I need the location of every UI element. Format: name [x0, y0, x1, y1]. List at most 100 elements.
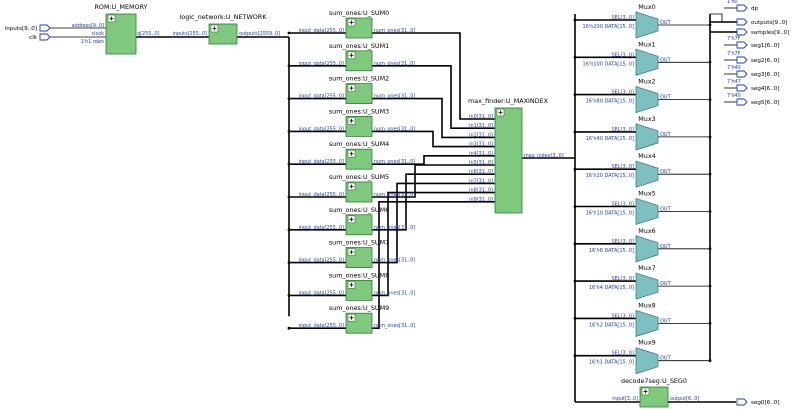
sum-title: sum_ones:U_SUM2	[329, 75, 389, 83]
mux-sel-port: SEL[3..0]	[611, 313, 634, 319]
output-pin-icon[interactable]	[736, 70, 748, 78]
mux-out-port: OUT	[660, 318, 672, 324]
sum-to-max-wire	[372, 130, 495, 148]
rom-port: clock	[91, 31, 104, 37]
wire-junction	[573, 130, 577, 134]
mux-data-port: 16'h4 DATA[15..0]	[589, 285, 634, 291]
wire-junction	[287, 195, 291, 199]
mux-title: Mux2	[638, 78, 655, 86]
decode-port: input[3..0]	[612, 396, 638, 402]
maxfinder-out-port: max_index[3..0]	[524, 153, 564, 159]
sum-port: input_data[255..0]	[299, 94, 345, 100]
output-pin-icon[interactable]	[736, 398, 748, 406]
wire-junction	[287, 31, 291, 35]
mux-block[interactable]	[635, 11, 659, 39]
mux-block[interactable]	[635, 48, 659, 76]
mux-out-port: OUT	[660, 95, 672, 101]
sum-to-max-wire	[372, 32, 495, 120]
wire-junction	[573, 55, 577, 59]
mux-data-port: 16'h2 DATA[15..0]	[589, 322, 634, 328]
mux-title: Mux6	[638, 227, 655, 235]
input-pin-icon[interactable]	[39, 24, 51, 32]
wire-junction	[573, 279, 577, 283]
sum-to-max-wire	[372, 97, 495, 139]
mux-block[interactable]	[635, 123, 659, 151]
maxfinder-port: in1[31..0]	[469, 123, 493, 129]
output-pin-icon[interactable]	[736, 28, 748, 36]
maxfinder-block[interactable]	[494, 107, 523, 214]
sum-title: sum_ones:U_SUM8	[329, 271, 389, 279]
mux-block[interactable]	[635, 86, 659, 114]
wire-junction	[573, 354, 577, 358]
maxfinder-port: in9[31..0]	[469, 197, 493, 203]
mux-sel-port: SEL[3..0]	[611, 164, 634, 170]
output-pin-icon[interactable]	[736, 18, 748, 26]
mux-block[interactable]	[635, 235, 659, 263]
output-pin-icon[interactable]	[736, 41, 748, 49]
sum-port: num_ones[31..0]	[374, 94, 415, 100]
output-const-label: 1'h0	[727, 0, 738, 5]
sum-port: num_ones[31..0]	[374, 126, 415, 132]
mux-out-port: OUT	[660, 57, 672, 63]
rom-port: q[255..0]	[137, 31, 160, 37]
sum-port: num_ones[31..0]	[374, 159, 415, 165]
mux-block[interactable]	[635, 272, 659, 300]
wire-junction	[287, 130, 291, 133]
wire-junction	[573, 205, 577, 208]
mux-data-port: 16'h20 DATA[15..0]	[586, 173, 634, 179]
sum-to-max-wire	[372, 155, 495, 165]
rom-port: 1'h1 rden	[81, 39, 104, 45]
sum-port: num_ones[31..0]	[374, 258, 415, 264]
maxfinder-port: in4[31..0]	[469, 151, 493, 157]
sum-to-max-wire	[372, 201, 495, 330]
input-pin-label: inputs[9..0]	[5, 26, 37, 32]
mux-title: Mux5	[638, 190, 655, 198]
mux-title: Mux7	[638, 264, 655, 272]
mux-title: Mux3	[638, 115, 655, 123]
sum-port: num_ones[31..0]	[374, 290, 415, 296]
blocks: inputs[9..0]clkROM:U_MEMORYaddress[9..0]…	[5, 0, 789, 408]
sum-port: input_data[255..0]	[299, 28, 345, 34]
sum-port: num_ones[31..0]	[374, 225, 415, 231]
output-pin-icon[interactable]	[736, 56, 748, 64]
sum-title: sum_ones:U_SUM0	[329, 9, 389, 17]
output-const-label: 7'h47	[727, 79, 741, 85]
mux-block[interactable]	[635, 160, 659, 188]
sum-title: sum_ones:U_SUM1	[329, 42, 389, 50]
logic-title: logic_network:U_NETWORK	[180, 13, 268, 21]
output-const-label: 7'h40	[727, 65, 741, 71]
wire-junction	[287, 326, 291, 330]
sum-port: input_data[255..0]	[299, 258, 345, 264]
wire-junction	[573, 167, 577, 171]
wire-junction	[287, 64, 291, 68]
wire-junction	[287, 97, 291, 100]
mux-sel-port: SEL[3..0]	[611, 52, 634, 58]
output-pin-label: samples[9..0]	[751, 30, 789, 36]
maxfinder-port: in3[31..0]	[469, 142, 493, 148]
sum-to-max-wire	[372, 191, 495, 297]
input-pin-icon[interactable]	[39, 33, 51, 41]
mux-out-port: OUT	[660, 281, 672, 287]
output-pin-label: seg2[6..0]	[751, 58, 780, 64]
output-pin-icon[interactable]	[736, 4, 748, 12]
sum-to-max-wire	[372, 164, 495, 198]
output-pin-label: seg5[6..0]	[751, 100, 780, 106]
sum-port: num_ones[31..0]	[374, 323, 415, 329]
mux-block[interactable]	[635, 309, 659, 337]
mux-block[interactable]	[635, 347, 659, 375]
output-pin-icon[interactable]	[736, 84, 748, 92]
sum-title: sum_ones:U_SUM7	[329, 239, 389, 247]
mux-out-port: OUT	[660, 244, 672, 250]
output-pin-icon[interactable]	[736, 98, 748, 106]
sum-port: num_ones[31..0]	[374, 28, 415, 34]
wire-junction	[287, 261, 291, 264]
wire-junction	[573, 18, 577, 22]
sum-port: input_data[255..0]	[299, 290, 345, 296]
logic-port: inputs[255..0]	[173, 31, 208, 37]
output-const-label: 7'h40	[727, 93, 741, 99]
maxfinder-port: in6[31..0]	[469, 169, 493, 175]
mux-block[interactable]	[635, 197, 659, 226]
sum-port: input_data[255..0]	[299, 159, 345, 165]
mux-out-port: OUT	[660, 132, 672, 138]
wire-junction	[573, 242, 577, 246]
